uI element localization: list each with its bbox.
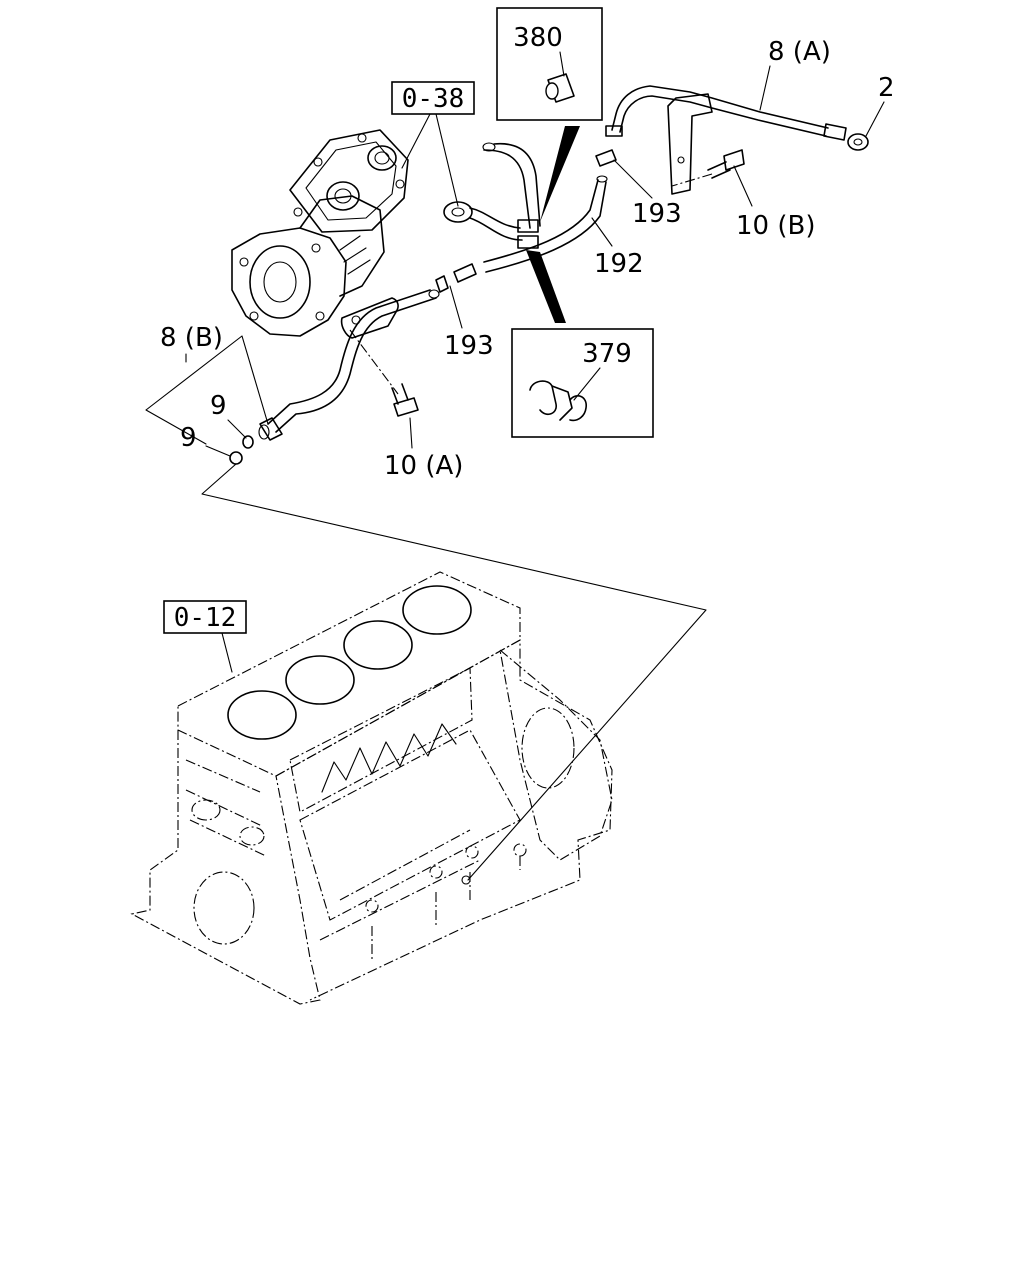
bolt-10a[interactable] — [391, 383, 419, 417]
bolt-10b[interactable] — [707, 149, 745, 179]
callout-8a: 8 (A) — [768, 37, 831, 67]
inset-label-379: 379 — [582, 339, 632, 369]
air-compressor[interactable] — [231, 129, 409, 337]
leader-9-b — [205, 445, 231, 457]
inset-pointer-380 — [540, 126, 580, 222]
inset-box-380: 380 — [496, 7, 603, 121]
reference-box-0-38[interactable]: 0-38 — [391, 81, 475, 115]
inset-box-379: 379 — [511, 328, 654, 438]
tube-clip-lower[interactable] — [517, 235, 539, 249]
hose-192[interactable] — [483, 175, 608, 273]
clip-part-icon — [529, 380, 587, 422]
callout-10b: 10 (B) — [736, 211, 815, 241]
callout-9-b: 9 — [180, 423, 197, 453]
reference-box-0-12[interactable]: 0-12 — [163, 600, 247, 634]
tube-clip-upper[interactable] — [517, 219, 539, 233]
callout-193-mid: 193 — [444, 331, 494, 361]
connector-193-top[interactable] — [595, 149, 617, 167]
inset-label-380: 380 — [513, 23, 563, 53]
callout-2: 2 — [878, 73, 895, 103]
cylinder-bore-3 — [343, 620, 413, 670]
leader-8a — [759, 65, 771, 111]
leader-8b — [145, 335, 269, 445]
leader-10a — [409, 417, 413, 449]
tube-8a[interactable] — [605, 85, 847, 141]
callout-192: 192 — [594, 249, 644, 279]
bolt-10a-axis — [349, 329, 399, 395]
leader-192 — [591, 217, 613, 247]
sleeve-part-icon — [545, 73, 575, 103]
cylinder-block[interactable] — [130, 571, 613, 1005]
reference-label-0-38: 0-38 — [402, 84, 465, 114]
washer-9-a[interactable] — [242, 435, 254, 449]
washer-9-b[interactable] — [229, 451, 243, 465]
leader-193-mid — [449, 285, 463, 329]
bolt-10b-axis — [671, 173, 713, 187]
leader-193-top — [613, 159, 653, 199]
leader-0-38-a — [401, 113, 431, 169]
callout-8b: 8 (B) — [160, 323, 223, 353]
connector-193-mid[interactable] — [435, 263, 477, 293]
banjo-fitting[interactable] — [443, 142, 541, 241]
tube-bracket[interactable] — [667, 93, 713, 195]
leader-9-a — [227, 419, 247, 439]
callout-193-top: 193 — [632, 199, 682, 229]
cylinder-bore-4 — [402, 585, 472, 635]
cylinder-bore-2 — [285, 655, 355, 705]
leader-10b — [733, 165, 753, 207]
cylinder-bore-1 — [227, 690, 297, 740]
leader-2 — [865, 101, 885, 137]
callout-10a: 10 (A) — [384, 451, 463, 481]
reference-label-0-12: 0-12 — [174, 603, 237, 633]
leader-0-12 — [221, 632, 233, 673]
washer-2[interactable] — [847, 133, 869, 151]
tube-8b[interactable] — [258, 289, 440, 441]
leader-washer-to-block — [201, 463, 707, 881]
callout-9-a: 9 — [210, 391, 227, 421]
leader-0-38-b — [435, 113, 459, 207]
inset-pointer-379 — [526, 250, 566, 323]
